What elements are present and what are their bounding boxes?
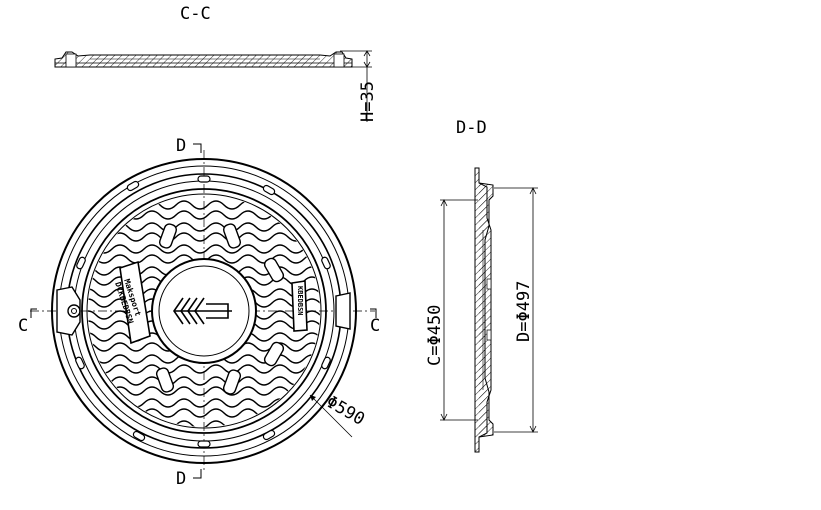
svg-text:C: C bbox=[370, 316, 380, 336]
section-cc-profile bbox=[54, 51, 353, 68]
section-dd-title: D-D bbox=[456, 118, 487, 138]
frame-diameter-dimension: D=Φ497 bbox=[494, 187, 538, 433]
section-cc-title: C-C bbox=[180, 4, 211, 24]
clear-opening-label: C=Φ450 bbox=[425, 305, 445, 366]
clear-opening-dimension: C=Φ450 bbox=[425, 199, 478, 421]
outer-diameter-label: Φ590 bbox=[323, 392, 368, 430]
svg-text:D: D bbox=[176, 469, 186, 489]
right-plate-text: KBEDBSN bbox=[296, 286, 304, 316]
right-name-plate: KBEDBSN bbox=[291, 280, 308, 332]
cut-marker-d-top: D bbox=[176, 136, 202, 156]
cut-marker-c-left: C bbox=[18, 308, 37, 336]
svg-text:C: C bbox=[18, 316, 28, 336]
height-dimension: H=35 bbox=[340, 50, 378, 122]
outer-diameter-dimension: Φ590 bbox=[309, 392, 368, 438]
frame-diameter-label: D=Φ497 bbox=[514, 281, 534, 342]
cut-marker-c-right: C bbox=[370, 308, 380, 336]
cut-marker-d-bottom: D bbox=[176, 469, 202, 489]
svg-text:D: D bbox=[176, 136, 186, 156]
section-dd-profile bbox=[474, 167, 494, 453]
height-dimension-label: H=35 bbox=[358, 81, 378, 122]
left-name-plate: Maksport DCKBEDBSN bbox=[113, 260, 151, 345]
cover-plan-view: Maksport DCKBEDBSN KBEDBSN bbox=[51, 158, 357, 464]
